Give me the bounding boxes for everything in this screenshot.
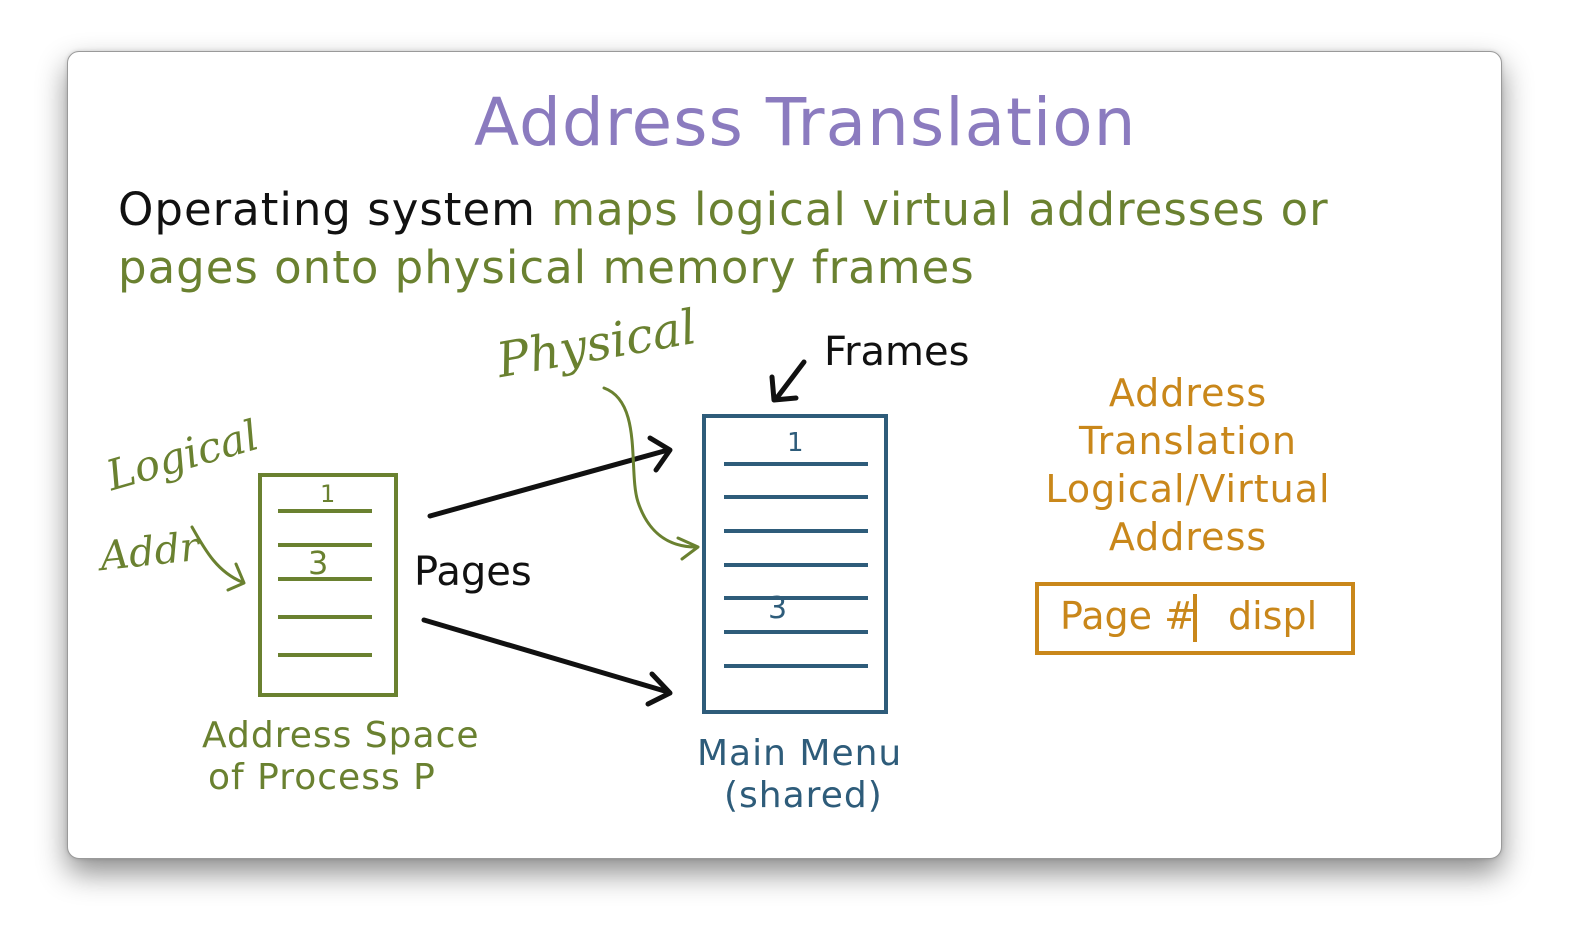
address-format-box bbox=[1035, 582, 1355, 655]
logical-arrow bbox=[190, 525, 244, 584]
main-memory-rect bbox=[702, 414, 888, 714]
description-subject: Operating system bbox=[118, 183, 536, 236]
frame-number-1: 1 bbox=[787, 428, 804, 458]
description-predicate: maps logical virtual addresses or bbox=[551, 183, 1329, 236]
physical-arrow-head bbox=[676, 536, 700, 561]
page-title: Address Translation bbox=[474, 84, 1137, 161]
frames-pointer-head bbox=[769, 374, 799, 403]
main-memory-caption-line-2: (shared) bbox=[724, 775, 883, 816]
slide-frame: Address Translation Operating system map… bbox=[67, 51, 1502, 859]
frames-label: Frames bbox=[824, 329, 970, 375]
arrow-lower bbox=[421, 617, 671, 695]
pages-label: Pages bbox=[414, 549, 532, 595]
address-space-rect bbox=[258, 473, 398, 697]
arrow-upper-head bbox=[647, 435, 673, 473]
address-space-box bbox=[258, 473, 398, 697]
addr-annotation: Addr bbox=[97, 523, 202, 581]
address-format-heading-1: Address bbox=[1108, 371, 1268, 415]
page-number-1: 1 bbox=[320, 480, 336, 508]
page-to-frame-arrows bbox=[421, 359, 807, 707]
address-format-heading-2: Translation bbox=[1078, 419, 1298, 463]
physical-arrow bbox=[602, 386, 698, 549]
arrow-lower-head bbox=[645, 671, 673, 707]
displacement-field: displ bbox=[1228, 594, 1318, 638]
address-format-heading-3: Logical/Virtual bbox=[1045, 467, 1331, 511]
arrow-upper bbox=[427, 447, 671, 519]
frames-pointer bbox=[773, 359, 807, 402]
description-line-2: pages onto physical memory frames bbox=[118, 241, 975, 294]
page-number-field: Page # bbox=[1060, 594, 1196, 638]
diagram-canvas bbox=[190, 359, 1355, 714]
address-format-heading-4: Address bbox=[1108, 515, 1268, 559]
address-space-caption-line-1: Address Space bbox=[202, 715, 480, 756]
annotation-arrows bbox=[190, 386, 700, 592]
address-space-caption-line-2: of Process P bbox=[208, 757, 436, 798]
page-number-3: 3 bbox=[308, 544, 329, 582]
main-memory-box bbox=[702, 414, 888, 714]
logical-arrow-head bbox=[226, 562, 246, 592]
description-line-1: Operating system maps logical virtual ad… bbox=[118, 187, 1329, 232]
address-format-rect bbox=[1035, 582, 1355, 655]
main-memory-caption-line-1: Main Menu bbox=[697, 733, 903, 774]
frame-number-3: 3 bbox=[768, 591, 788, 626]
